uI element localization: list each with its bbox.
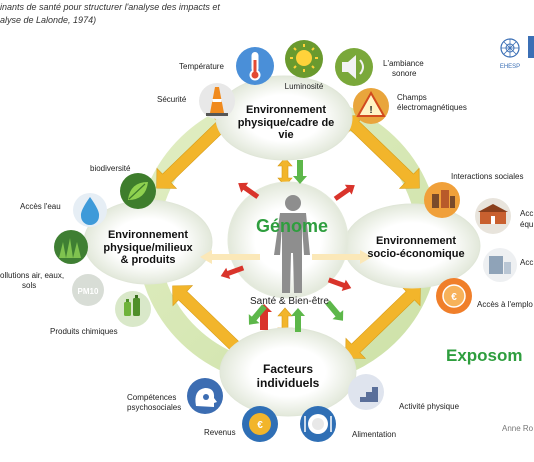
label-activite: Activité physique — [399, 402, 460, 411]
category-individuels-line1: Facteurs — [262, 362, 314, 376]
label-acces-emploi: Accès à l'emplo — [477, 300, 533, 309]
category-physique-milieux-line1: Environnement — [107, 229, 189, 241]
ehesp-logo: EHESP — [500, 36, 534, 70]
red-arrows — [220, 182, 355, 330]
header-line-1: inants de santé pour structurer l'analys… — [0, 2, 220, 12]
brain-head-icon — [187, 378, 223, 414]
label-ambiance-1: L'ambiance — [383, 59, 424, 68]
category-physique-milieux: Environnement physique/milieux & produit… — [92, 229, 204, 267]
warning-sign-icon: ! — [353, 88, 389, 124]
label-alimentation: Alimentation — [352, 430, 397, 439]
stairs-icon — [348, 374, 384, 410]
category-socio-line1: Environnement — [375, 235, 457, 247]
svg-text:€: € — [257, 420, 263, 431]
label-acces-equip-2: équ — [520, 220, 534, 229]
header-line-2: alyse de Lalonde, 1974) — [0, 15, 97, 25]
category-individuels: Facteurs individuels — [238, 362, 338, 390]
category-socio-line2: socio-économique — [367, 247, 465, 260]
label-champs-1: Champs — [397, 93, 427, 102]
coin-icon: € — [436, 278, 472, 314]
logo-text: EHESP — [500, 64, 520, 70]
label-acces-equip-1: Acc — [520, 209, 534, 218]
exposome-label: Exposom — [446, 346, 523, 365]
category-individuels-line2: individuels — [256, 376, 320, 390]
thermometer-icon — [236, 47, 274, 85]
label-securite: Sécurité — [157, 95, 187, 104]
label-competences-1: Compétences — [127, 393, 177, 402]
sphere-individuels — [219, 327, 357, 417]
label-competences-2: psychosociales — [127, 403, 182, 412]
label-pollutions-1: ollutions air, eaux, — [0, 271, 65, 280]
office-building-icon — [483, 248, 517, 282]
category-physique-cadre-line1: Environnement — [245, 104, 327, 116]
label-champs-2: électromagnétiques — [397, 103, 467, 112]
svg-text:€: € — [451, 292, 457, 303]
grass-icon — [54, 230, 88, 264]
category-physique-cadre-line3: vie — [278, 129, 294, 141]
pm10-badge-icon: PM10 — [72, 274, 104, 306]
category-socio: Environnement socio-économique — [358, 235, 474, 260]
svg-text:!: ! — [369, 105, 372, 116]
label-pollutions-2: sols — [22, 281, 37, 290]
category-physique-milieux-line2: physique/milieux — [103, 241, 193, 254]
author-credit: Anne Ro — [502, 424, 534, 433]
label-acces-a: Acc — [520, 258, 534, 267]
speaker-icon — [335, 48, 373, 86]
category-physique-cadre: Environnement physique/cadre de vie — [224, 104, 348, 142]
label-ambiance-2: sonore — [392, 69, 417, 78]
pm10-text: PM10 — [78, 287, 99, 296]
category-physique-milieux-line3: & produits — [120, 254, 176, 266]
genome-label: Génome — [256, 216, 329, 236]
sante-bien-etre-label: Santé & Bien-être — [250, 296, 329, 307]
label-temperature: Température — [179, 62, 224, 71]
sun-icon — [285, 40, 323, 78]
leaf-icon — [120, 173, 156, 209]
human-figure-icon — [274, 195, 310, 293]
label-luminosite: Luminosité — [284, 82, 324, 91]
buildings-icon — [424, 182, 460, 218]
green-arrows — [248, 160, 344, 332]
plate-icon — [300, 406, 336, 442]
school-building-icon — [475, 198, 511, 234]
faint-horizontal-arrows — [200, 250, 372, 264]
euro-coin-icon: € — [242, 406, 278, 442]
label-interactions: Interactions sociales — [451, 172, 524, 181]
chemical-bottles-icon — [115, 291, 151, 327]
traffic-cone-icon — [199, 83, 235, 119]
category-physique-cadre-line2: physique/cadre de — [237, 116, 335, 129]
label-revenus: Revenus — [204, 428, 236, 437]
water-drop-icon — [73, 193, 107, 227]
label-acces-eau: Accès l'eau — [20, 202, 61, 211]
label-biodiversite: biodiversité — [90, 164, 131, 173]
label-produits-chimiques: Produits chimiques — [50, 327, 118, 336]
